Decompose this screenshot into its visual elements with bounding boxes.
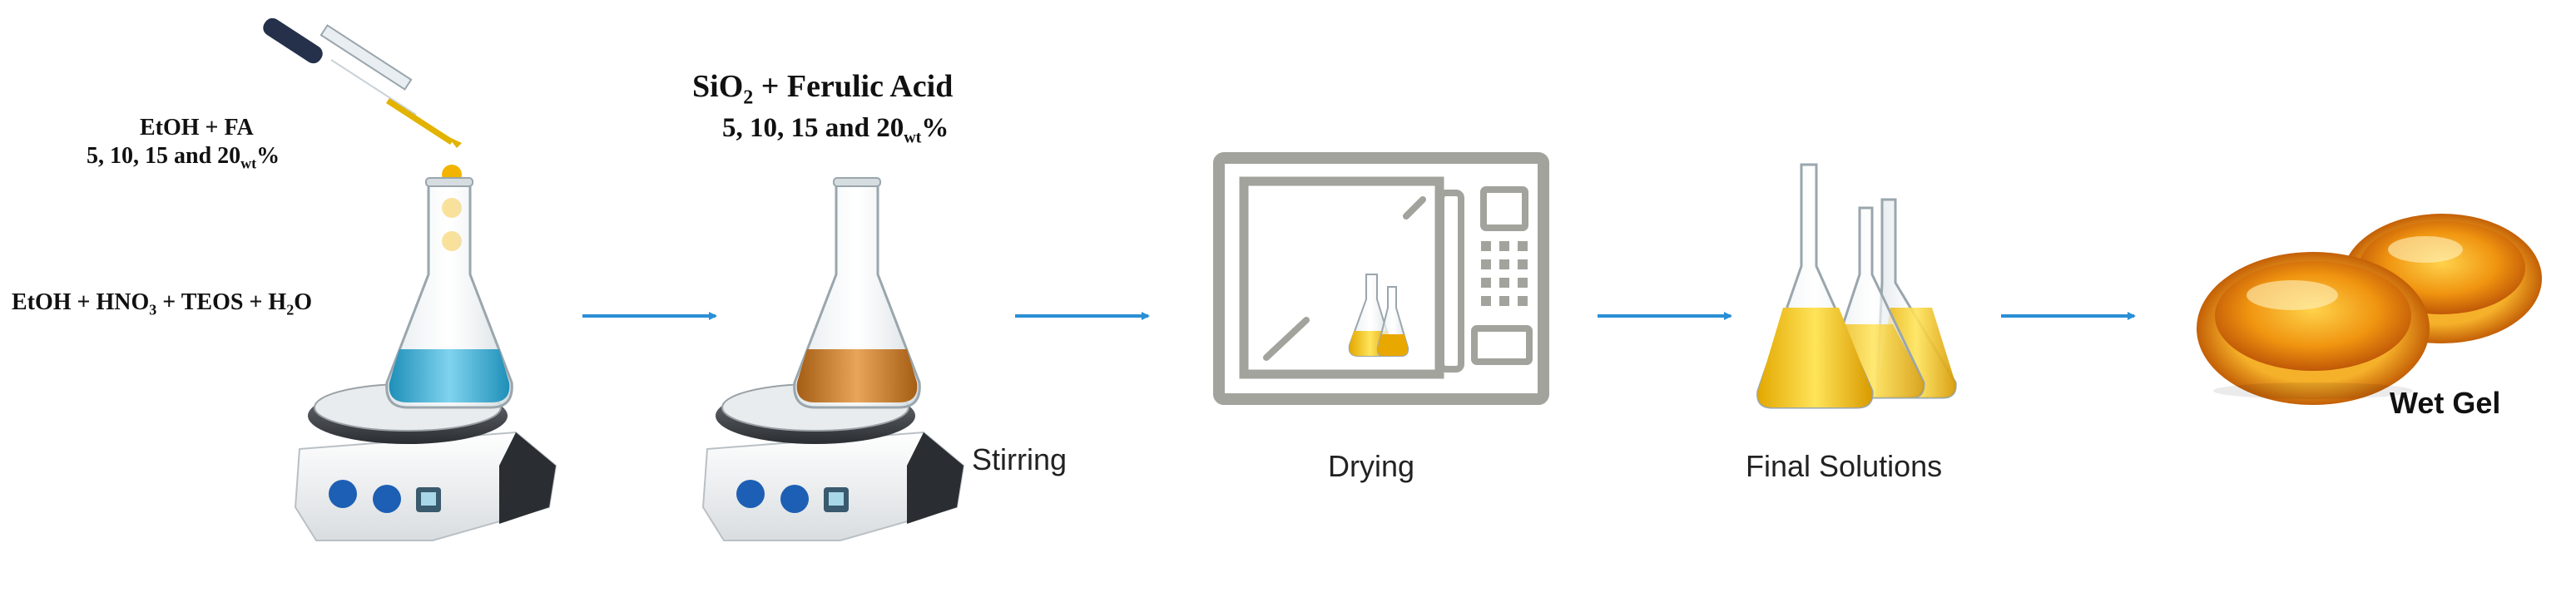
oven-icon (1213, 152, 1549, 405)
amber-flask (793, 177, 921, 409)
ethanol-fa-line2-sub: wt (240, 155, 257, 172)
final-solution-flasks (1756, 163, 1957, 409)
wet-gel-dishes (2197, 214, 2542, 405)
sio2-part1: SiO (692, 69, 744, 104)
wet-gel-label: Wet Gel (2390, 386, 2501, 420)
precursor-part2: + TEOS + H (156, 289, 287, 315)
ethanol-fa-line2-pre: 5, 10, 15 and 20 (87, 143, 241, 169)
precursor-part1: EtOH + HNO (12, 289, 150, 315)
sio2-line2-sub: wt (904, 128, 922, 147)
precursor-part3: O (294, 289, 312, 315)
precursor-label: EtOH + HNO3 + TEOS + H2O (12, 289, 312, 319)
sio2-concentration: 5, 10, 15 and 20wt% (722, 113, 949, 148)
ethanol-fa-concentration: 5, 10, 15 and 20wt% (87, 143, 280, 173)
stirring-label: Stirring (972, 442, 1068, 476)
sio2-ferulic-label: SiO2 + Ferulic Acid (692, 68, 953, 110)
ethanol-fa-line1: EtOH + FA (140, 115, 254, 141)
sio2-sub: 2 (743, 86, 754, 109)
dropper-icon (263, 17, 462, 148)
final-solutions-label: Final Solutions (1746, 449, 1943, 483)
sio2-line2-post: % (921, 113, 949, 143)
sio2-part2: + Ferulic Acid (753, 69, 954, 104)
ethanol-fa-label: EtOH + FA (140, 115, 254, 141)
ethanol-fa-line2-post: % (256, 143, 280, 169)
sio2-line2-pre: 5, 10, 15 and 20 (722, 113, 904, 143)
small-flasks-in-oven (1348, 274, 1409, 357)
precursor-sub2: 2 (286, 301, 295, 318)
drying-label: Drying (1328, 449, 1415, 483)
precursor-sub1: 3 (149, 301, 157, 318)
blue-flask (385, 177, 513, 409)
